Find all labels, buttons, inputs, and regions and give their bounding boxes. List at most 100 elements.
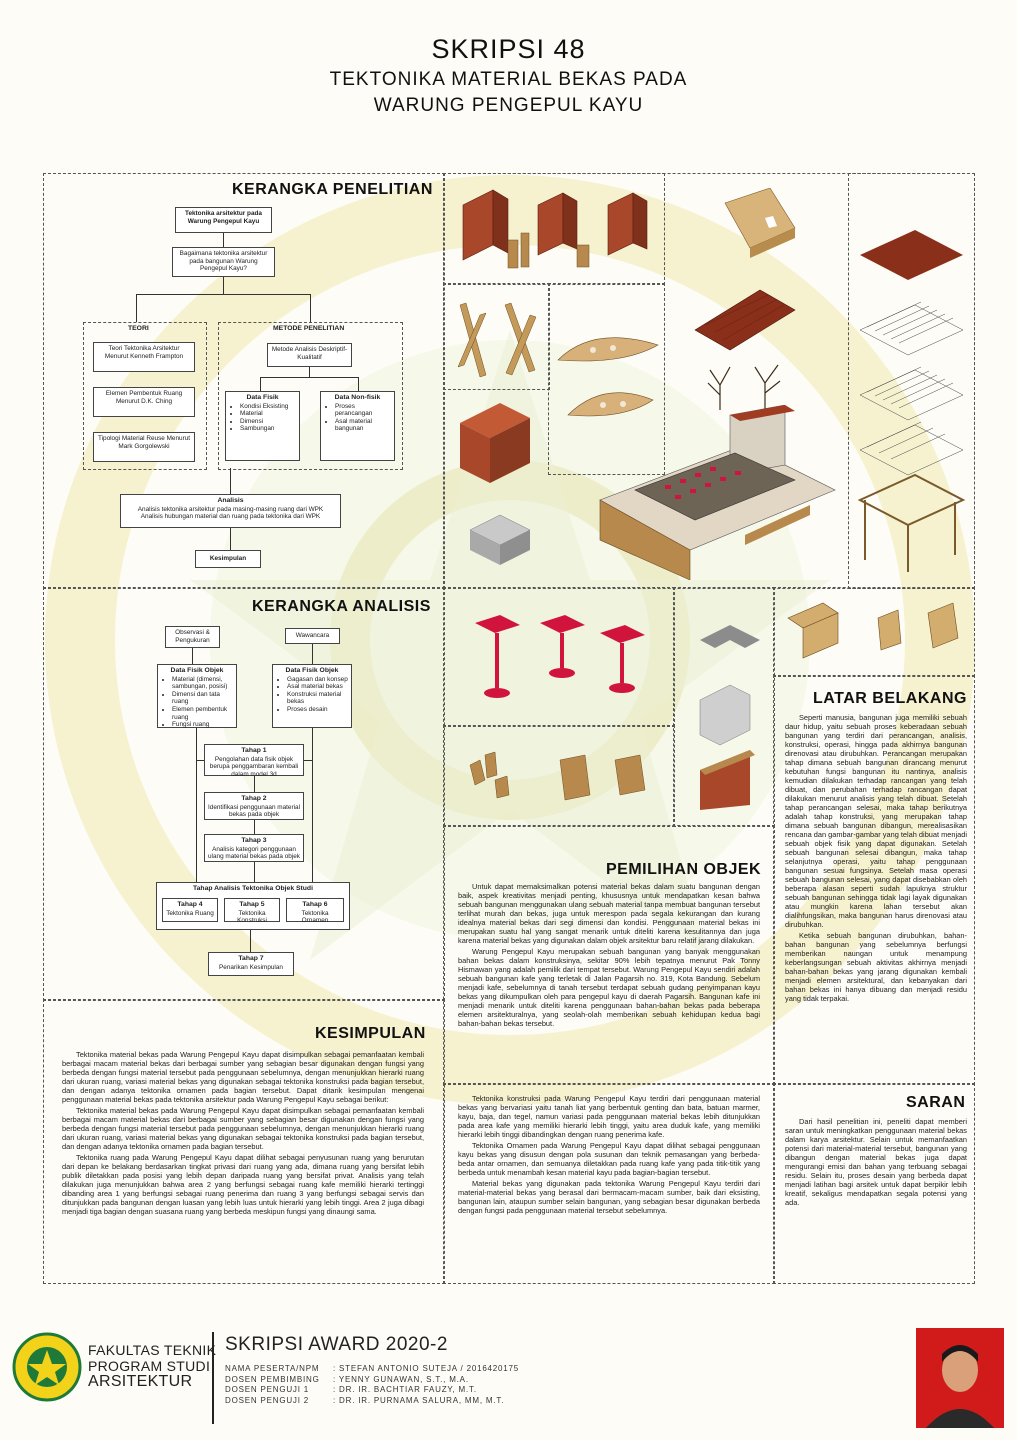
- pemilihan-objek-p2: Warung Pengepul Kayu merupakan sebuah ba…: [458, 947, 760, 1028]
- wooden-panel-illustration: [724, 188, 796, 258]
- footer-row-label: NAMA PESERTA/NPM: [225, 1364, 320, 1373]
- ka-tahap2-title: Tahap 2: [241, 795, 267, 802]
- kp-teori-item-1: Teori Tektonika Arsitektur Menurut Kenne…: [93, 342, 195, 372]
- footer-row-value: : STEFAN ANTONIO SUTEJA / 2016420175: [333, 1364, 520, 1373]
- kesimpulan-col2-p2: Tektonika Ornamen pada Warung Pengepul K…: [458, 1141, 760, 1177]
- ka-tahap5-text: Tektonika Konstruksi: [237, 909, 267, 925]
- ka-tahap7: Tahap 7 Penarikan Kesimpulan: [208, 952, 294, 976]
- ka-tahap6-text: Tektonika Ornamen: [301, 909, 329, 925]
- kesimpulan-col2-p3: Material bekas yang digunakan pada tekto…: [458, 1179, 760, 1215]
- pemilihan-objek-heading: PEMILIHAN OBJEK: [606, 861, 762, 878]
- ka-tahap3-title: Tahap 3: [241, 837, 267, 844]
- brick-walls-illustration: [462, 189, 648, 269]
- ka-tahap-analisis-title: Tahap Analisis Tektonika Objek Studi: [193, 885, 313, 892]
- kp-data-nonfisik-title: Data Non-fisik: [334, 394, 381, 401]
- ka-dno-item: Konstruksi material bekas: [287, 691, 349, 706]
- kp-box-topic: Tektonika arsitektur pada Warung Pengepu…: [175, 207, 272, 233]
- kp-teori-item-3: Tipologi Material Reuse Menurut Mark Gor…: [93, 432, 195, 462]
- kesimpulan-col2-panel: [443, 1083, 775, 1284]
- footer-row-label: DOSEN PEMBIMBING: [225, 1374, 320, 1384]
- footer-row: NAMA PESERTA/NPM : STEFAN ANTONIO SUTEJA …: [225, 1364, 519, 1375]
- kp-analisis-line1: Analisis tektonika arsitektur pada masin…: [137, 505, 324, 513]
- kesimpulan-p1: Tektonika material bekas pada Warung Pen…: [62, 1050, 424, 1104]
- wood-frames-illustration: [787, 602, 959, 659]
- kerangka-penelitian-heading: KERANGKA PENELITIAN: [232, 181, 433, 198]
- ka-tahap3-text: Analisis kategori penggunaan ulang mater…: [207, 845, 300, 861]
- kp-metode-label: METODE PENELITIAN: [273, 325, 345, 332]
- image-cell-bricks: [443, 173, 665, 285]
- ka-tahap4-text: Tektonika Ruang: [166, 909, 214, 917]
- concrete-block-illustration: [469, 514, 531, 565]
- kp-data-fisik-title: Data Fisik: [246, 394, 279, 401]
- ka-tahap2-text: Identifikasi penggunaan material bekas p…: [207, 803, 300, 819]
- saran-panel: [773, 1083, 975, 1284]
- kp-data-fisik: Data Fisik Kondisi Eksisting Material Di…: [225, 391, 300, 461]
- latar-belakang-heading: LATAR BELAKANG: [813, 690, 967, 707]
- kp-data-nonfisik: Data Non-fisik Proses perancangan Asal m…: [320, 391, 395, 461]
- ka-dno-item: Asal material bekas: [287, 683, 349, 691]
- ka-dno-item: Gagasan dan konsep: [287, 676, 349, 684]
- kp-data-fisik-item: Material: [240, 410, 297, 418]
- poster-subtitle-line2: WARUNG PENGEPUL KAYU: [373, 95, 644, 116]
- pemilihan-objek-p1: Untuk dapat memaksimalkan potensi materi…: [458, 882, 760, 945]
- brick-block-illustration: [460, 403, 530, 483]
- ka-tahap5-title: Tahap 5: [239, 901, 265, 908]
- image-cell-right-stack: [848, 173, 975, 589]
- kerangka-penelitian-panel: [43, 173, 445, 589]
- kesimpulan-p2: Tektonika material bekas pada Warung Pen…: [62, 1106, 424, 1151]
- poster-subtitle-line1: TEKTONIKA MATERIAL BEKAS PADA: [329, 69, 688, 90]
- wood-ornament-illustration: [557, 337, 659, 417]
- ka-wawancara: Wawancara: [285, 628, 340, 644]
- ka-tahap6-title: Tahap 6: [302, 901, 328, 908]
- ka-tahap4: Tahap 4 Tektonika Ruang: [162, 898, 218, 922]
- kesimpulan-col2-p1: Tektonika konstruksi pada Warung Pengepu…: [458, 1094, 760, 1139]
- faculty-line2: PROGRAM STUDI: [88, 1358, 211, 1374]
- kerangka-analisis-heading: KERANGKA ANALISIS: [252, 598, 431, 615]
- latar-belakang-text: Seperti manusia, bangunan juga memiliki …: [785, 713, 967, 1005]
- counter-illustration: [699, 625, 760, 810]
- kesimpulan-heading: KESIMPULAN: [315, 1025, 426, 1042]
- kp-teori-item-2: Elemen Pembentuk Ruang Menurut D.K. Chin…: [93, 387, 195, 417]
- kerangka-analisis-panel: [43, 587, 445, 1001]
- ka-dfo-title: Data Fisik Objek: [170, 667, 224, 674]
- poster-footer: FAKULTAS TEKNIK PROGRAM STUDI ARSITEKTUR…: [0, 1320, 1017, 1430]
- footer-row-value: : YENNY GUNAWAN, S.T., M.A.: [333, 1374, 469, 1384]
- ka-tahap1-text: Pengolahan data fisik objek berupa pengg…: [209, 755, 299, 778]
- ka-tahap5: Tahap 5 Tektonika Konstruksi: [224, 898, 280, 925]
- kp-analisis-line2: Analisis hubungan material dan ruang pad…: [140, 513, 321, 521]
- footer-row-value: : DR. IR. PURNAMA SALURA, MM, M.T.: [333, 1395, 505, 1405]
- footer-row-value: : DR. IR. BACHTIAR FAUZY, M.T.: [333, 1385, 477, 1394]
- tree-sculpture-illustration: [707, 364, 781, 410]
- ka-dfo-item: Elemen pembentuk ruang: [172, 706, 234, 721]
- kp-teori-label: TEORI: [128, 325, 149, 332]
- latar-belakang-panel: [773, 675, 975, 1085]
- cafe-axonometric-illustration: [599, 405, 836, 580]
- ka-tahap3: Tahap 3 Analisis kategori penggunaan ula…: [204, 834, 304, 862]
- participant-photo: [916, 1328, 1004, 1428]
- image-cell-benches: [443, 725, 675, 827]
- ka-data-fisik-objek: Data Fisik Objek Material (dimensi, samb…: [157, 664, 237, 728]
- poster-header: SKRIPSI 48 TEKTONIKA MATERIAL BEKAS PADA…: [0, 34, 1017, 117]
- latar-belakang-p2: Ketika sebuah bangunan dirubuhkan, bahan…: [785, 931, 967, 1003]
- kesimpulan-text-col2: Tektonika konstruksi pada Warung Pengepu…: [458, 1094, 760, 1217]
- wood-benches-illustration: [469, 751, 646, 801]
- image-cell-counter: [673, 587, 775, 827]
- footer-row: DOSEN PENGUJI 2 : DR. IR. PURNAMA SALURA,…: [225, 1396, 519, 1407]
- footer-row-label: DOSEN PENGUJI 2: [225, 1395, 310, 1405]
- image-cell-ornament: [548, 283, 665, 475]
- ka-data-nonfisik-objek: Data Fisik Objek Gagasan dan konsep Asal…: [272, 664, 352, 728]
- ka-tahap7-title: Tahap 7: [238, 955, 264, 962]
- ka-dfo-item: Material (dimensi, sambungan, posisi): [172, 676, 234, 691]
- footer-row: DOSEN PENGUJI 1: DR. IR. BACHTIAR FAUZY,…: [225, 1385, 519, 1396]
- layer-stack-illustration: [857, 230, 966, 572]
- ka-tahap4-title: Tahap 4: [177, 901, 203, 908]
- footer-row: DOSEN PEMBIMBING : YENNY GUNAWAN, S.T., M…: [225, 1375, 519, 1386]
- university-logo-icon: [12, 1332, 82, 1402]
- ka-dfo-item: Dimensi dan tata ruang: [172, 691, 234, 706]
- kesimpulan-panel: [43, 999, 445, 1284]
- kp-analisis-title: Analisis: [217, 497, 244, 504]
- ka-tahap6: Tahap 6 Tektonika Ornamen: [286, 898, 344, 925]
- ka-dno-title: Data Fisik Objek: [285, 667, 339, 674]
- roof-tile-illustration: [694, 289, 796, 351]
- kp-kesimpulan-box: Kesimpulan: [195, 550, 261, 568]
